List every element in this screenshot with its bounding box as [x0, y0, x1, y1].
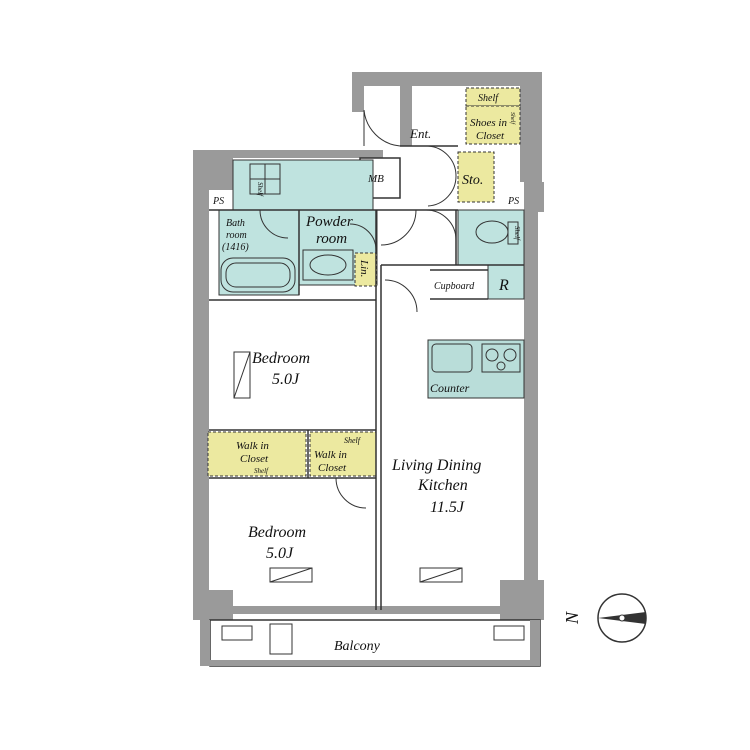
ac-marker-lower-bedroom — [269, 567, 313, 583]
shoes-closet-area — [465, 105, 521, 145]
label-bedroom-upper-2: 5.0J — [272, 371, 300, 388]
label-toilet-shelf: Shelf — [513, 226, 521, 241]
ac-marker-upper-bedroom — [233, 351, 251, 399]
label-bedroom-lower-2: 5.0J — [266, 545, 294, 562]
walls — [193, 72, 544, 620]
label-wic-right-shelf: Shelf — [344, 436, 362, 445]
label-ps-right: PS — [507, 196, 519, 207]
wet-areas — [218, 159, 525, 399]
storage-areas — [207, 87, 521, 477]
label-storage: Sto. — [462, 173, 483, 188]
refrigerator-area — [487, 264, 525, 300]
compass: N — [562, 593, 647, 643]
label-mb: MB — [367, 173, 384, 185]
label-bedroom-lower-1: Bedroom — [248, 524, 306, 541]
window-markers — [233, 351, 463, 583]
label-bedroom-upper-1: Bedroom — [252, 350, 310, 367]
shower-zone — [232, 159, 374, 211]
balcony-outdoor-unit-right — [493, 625, 525, 641]
fixtures — [220, 163, 521, 373]
vanity-sink — [302, 249, 354, 281]
bathtub — [220, 257, 296, 293]
label-wic-right-2: Closet — [318, 462, 347, 474]
stove — [481, 343, 521, 373]
label-ps-left: PS — [212, 196, 224, 207]
label-bathroom-2: room — [226, 230, 247, 241]
label-wic-left-1: Walk in — [236, 440, 269, 452]
label-wic-left-2: Closet — [240, 453, 269, 465]
label-bathroom-3: (1416) — [222, 242, 249, 253]
label-powder-room-2: room — [316, 231, 347, 247]
label-ldk-1: Living Dining — [391, 457, 481, 474]
balcony-shaft — [269, 623, 293, 655]
wic-left-area — [207, 431, 307, 477]
label-ldk-3: 11.5J — [430, 499, 465, 516]
label-entrance: Ent. — [409, 126, 431, 141]
linen-area — [354, 252, 378, 287]
label-linen: Lin. — [358, 259, 370, 277]
label-shoes-closet-shelf: Shelf — [509, 112, 516, 125]
balcony — [200, 619, 541, 667]
labels: Ent. Shelf Shoes in Closet Sto. MB PS PS… — [212, 93, 521, 654]
label-wic-left-shelf: Shelf — [254, 467, 269, 475]
label-refrigerator: R — [498, 277, 509, 294]
label-shelf-top: Shelf — [478, 93, 499, 104]
label-balcony: Balcony — [334, 639, 381, 654]
kitchen-sink — [431, 343, 473, 373]
wic-right-area — [309, 431, 377, 477]
balcony-outdoor-unit-left — [221, 625, 253, 641]
label-shower-shelf: Shelf — [256, 182, 264, 197]
label-wic-right-1: Walk in — [314, 449, 347, 461]
label-powder-room-1: Powder — [305, 214, 353, 230]
label-shoes-closet-2: Closet — [476, 130, 505, 142]
ac-marker-ldk — [419, 567, 463, 583]
toilet-area — [457, 209, 525, 266]
label-counter: Counter — [430, 381, 470, 395]
storage-area — [457, 151, 495, 203]
partitions — [209, 145, 524, 610]
label-bathroom-1: Bath — [226, 218, 245, 229]
compass-north-label: N — [562, 611, 582, 625]
label-ldk-2: Kitchen — [417, 477, 468, 494]
label-shoes-closet-1: Shoes in — [470, 117, 507, 129]
door-swings — [259, 109, 457, 509]
label-cupboard: Cupboard — [434, 281, 475, 292]
shelf-top-area — [465, 87, 521, 107]
